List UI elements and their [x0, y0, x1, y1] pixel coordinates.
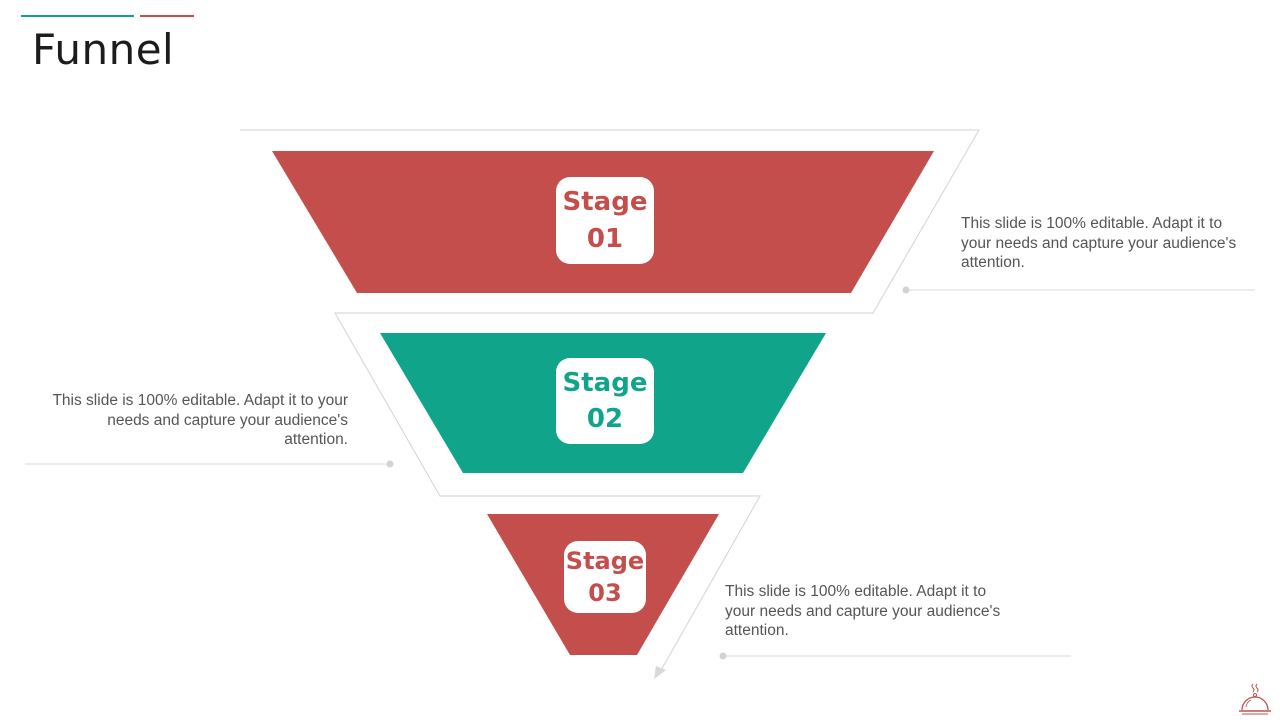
connector-dot-3 [719, 652, 727, 660]
funnel-outline-arrowhead [654, 666, 666, 679]
food-cloche-icon [1239, 683, 1271, 715]
stage-2-label-box: Stage 02 [556, 358, 654, 444]
connector-dot-2 [386, 460, 394, 468]
stage-3-label-box: Stage 03 [564, 541, 646, 613]
slide-title: Funnel [32, 25, 175, 74]
stage-3-description: This slide is 100% editable. Adapt it to… [725, 583, 1001, 639]
title-accent-red-line [140, 15, 194, 17]
stage-3-word: Stage [565, 546, 645, 575]
stage-2-number: 02 [586, 404, 624, 434]
stage-2-word: Stage [562, 367, 648, 398]
stage-1-number: 01 [586, 223, 624, 254]
title-accent-teal-line [21, 15, 134, 17]
connector-dot-1 [902, 286, 910, 294]
funnel-outline-path [240, 129, 981, 673]
stage-2-description: This slide is 100% editable. Adapt it to… [52, 392, 348, 448]
stage-1-description: This slide is 100% editable. Adapt it to… [961, 215, 1237, 271]
stage-1-label-box: Stage 01 [556, 177, 654, 264]
stage-1-word: Stage [562, 187, 648, 218]
stage-3-number: 03 [588, 579, 622, 607]
